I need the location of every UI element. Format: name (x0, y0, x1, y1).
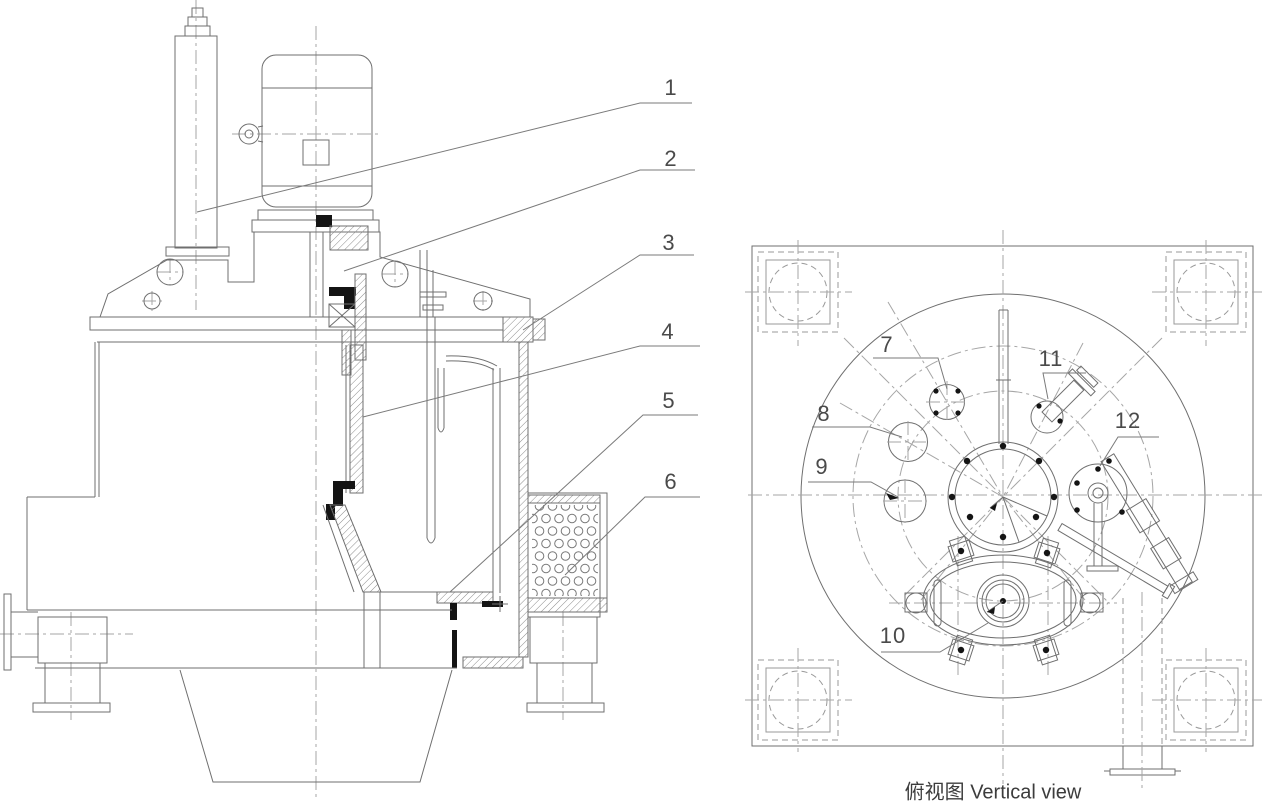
base-plate (745, 240, 1262, 752)
perforated-filter-box (527, 492, 608, 613)
manhole-clamps (947, 535, 1061, 666)
section-leaders (196, 102, 700, 593)
callout-9: 9 (815, 454, 829, 479)
basket-internals (322, 317, 524, 669)
casing-cover (99, 231, 531, 318)
callout-10: 10 (879, 623, 907, 648)
motor (238, 54, 380, 233)
corner-support-top-right (1152, 240, 1262, 346)
casing-circles (748, 230, 1264, 784)
manhole-cover (904, 535, 1104, 666)
callout-5: 5 (662, 388, 676, 413)
shell (89, 316, 546, 658)
callout-11: 11 (1038, 346, 1064, 371)
callout-3: 3 (662, 230, 676, 255)
callout-2: 2 (664, 146, 678, 171)
top-view-leaders (808, 357, 1159, 653)
hydraulic-cylinder (165, 7, 230, 257)
bottom-chute (1104, 592, 1181, 788)
view-caption: 俯视图 Vertical view (904, 781, 1082, 804)
nozzle-12 (1068, 458, 1128, 572)
lower-housing (3, 496, 605, 783)
corner-support-bottom-right (1152, 648, 1262, 752)
callout-7: 7 (880, 332, 894, 357)
nozzle-11 (1030, 365, 1099, 434)
corner-support-top-left (745, 240, 852, 346)
center-hub-ring (947, 309, 1059, 553)
nozzle-9 (883, 479, 927, 523)
top-view (745, 230, 1264, 788)
callout-12: 12 (1114, 408, 1142, 433)
corner-support-bottom-left (745, 648, 852, 752)
nozzle-8 (887, 421, 929, 463)
discharge-arm (1057, 453, 1199, 600)
callout-6: 6 (664, 469, 678, 494)
nozzle-7 (926, 381, 968, 423)
callout-1: 1 (664, 75, 678, 100)
section-centerlines (0, 0, 564, 798)
callout-8: 8 (817, 401, 831, 426)
section-view (0, 0, 700, 798)
callout-4: 4 (661, 319, 675, 344)
